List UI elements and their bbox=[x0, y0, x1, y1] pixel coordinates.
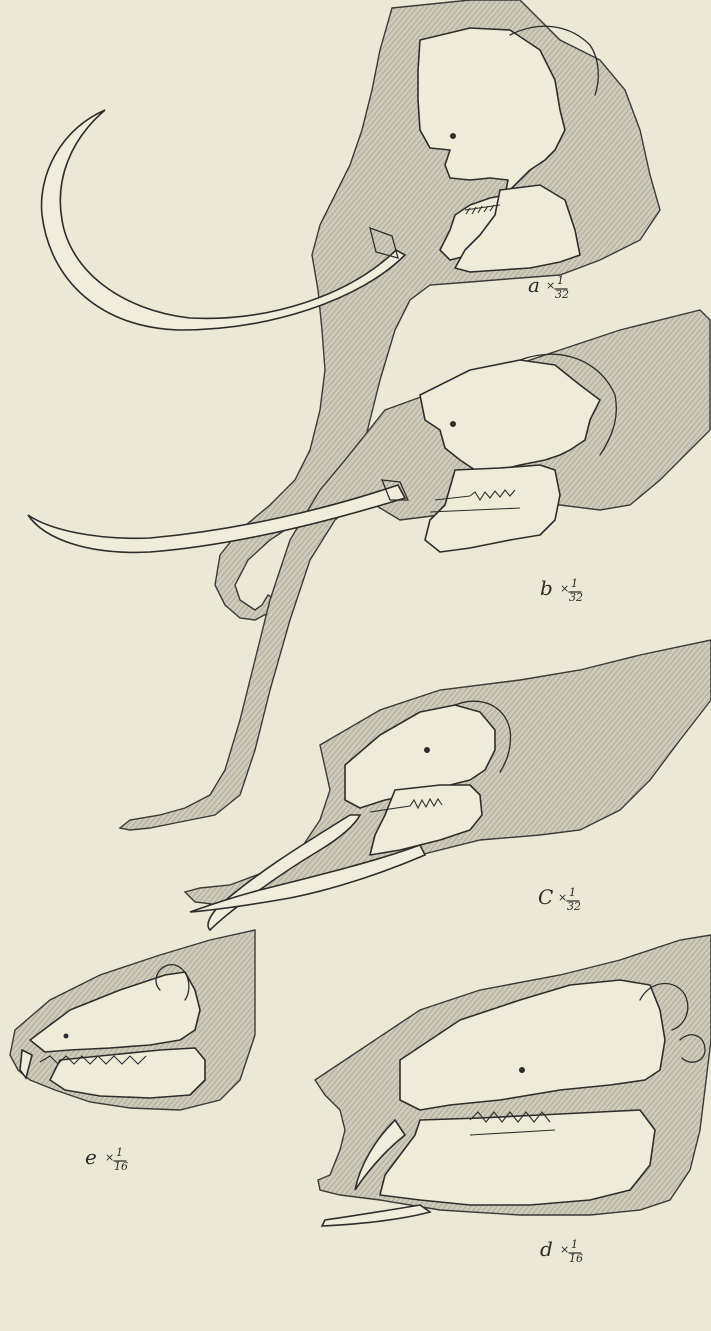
label-d-denominator: 16 bbox=[569, 1252, 583, 1265]
label-d: d × 1 16 bbox=[540, 1237, 583, 1265]
figure-d-head bbox=[315, 935, 711, 1226]
label-c-denominator: 32 bbox=[567, 900, 581, 913]
figure-d-lower-tusk bbox=[322, 1205, 430, 1226]
figure-e-eye-icon bbox=[64, 1034, 69, 1039]
label-e-times: × bbox=[105, 1151, 114, 1164]
label-a: a × 1 32 bbox=[528, 273, 569, 301]
label-e-letter: e bbox=[85, 1145, 97, 1169]
label-d-numerator: 1 bbox=[571, 1238, 578, 1251]
label-c: C × 1 32 bbox=[538, 885, 581, 913]
label-d-letter: d bbox=[540, 1237, 553, 1261]
figure-e-head bbox=[10, 930, 255, 1110]
label-b-denominator: 32 bbox=[569, 591, 583, 604]
label-d-times: × bbox=[560, 1243, 569, 1256]
label-e: e × 1 16 bbox=[85, 1145, 128, 1173]
label-a-times: × bbox=[546, 279, 555, 292]
figure-d-jaw bbox=[380, 1110, 655, 1205]
label-c-times: × bbox=[558, 891, 567, 904]
figure-b-eye-icon bbox=[450, 421, 456, 427]
label-b-times: × bbox=[560, 582, 569, 595]
label-e-numerator: 1 bbox=[116, 1146, 123, 1159]
label-a-denominator: 32 bbox=[555, 288, 569, 301]
label-a-numerator: 1 bbox=[557, 274, 564, 287]
label-e-denominator: 16 bbox=[114, 1160, 128, 1173]
label-b-letter: b bbox=[540, 576, 553, 600]
label-c-numerator: 1 bbox=[569, 886, 576, 899]
label-b-numerator: 1 bbox=[571, 577, 578, 590]
label-c-letter: C bbox=[538, 885, 553, 909]
figure-c-eye-icon bbox=[424, 747, 430, 753]
label-a-letter: a bbox=[528, 273, 540, 297]
figure-a-mammoth-head bbox=[42, 0, 660, 620]
figure-a-eye-icon bbox=[450, 133, 456, 139]
figure-d-eye-icon bbox=[519, 1067, 525, 1073]
label-b: b × 1 32 bbox=[540, 576, 583, 604]
